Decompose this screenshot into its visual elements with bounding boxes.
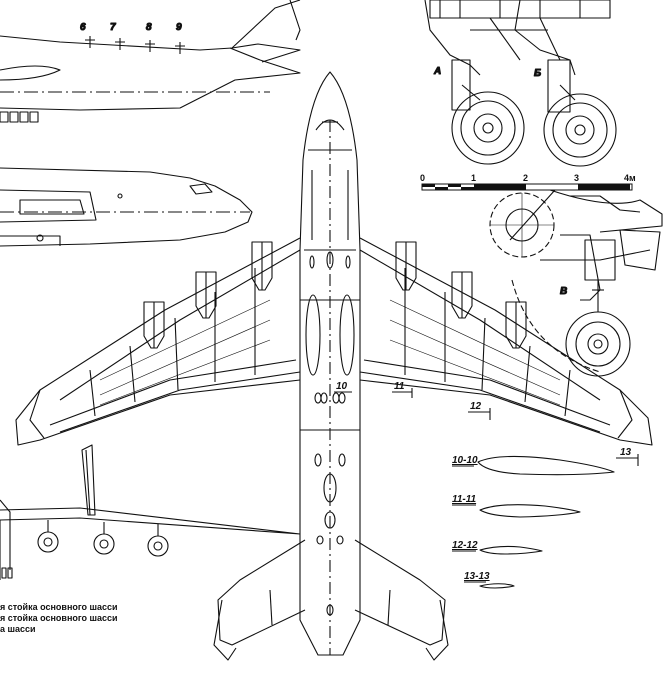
legend-line-3: а шасси bbox=[0, 624, 36, 634]
station-6: 6 bbox=[80, 22, 86, 33]
scale-tick-4: 4м bbox=[624, 173, 636, 183]
station-9: 9 bbox=[176, 22, 182, 33]
plan-view-fuselage bbox=[299, 71, 361, 656]
scale-tick-2: 2 bbox=[523, 173, 528, 183]
plan-view-wings bbox=[15, 237, 653, 446]
scale-tick-0: 0 bbox=[420, 173, 425, 183]
nose-gear-detail bbox=[489, 189, 663, 377]
section-marker-12: 12 bbox=[470, 401, 482, 412]
scale-tick-3: 3 bbox=[574, 173, 579, 183]
section-marker-11: 11 bbox=[394, 381, 405, 392]
side-view-rear-fuselage bbox=[0, 0, 301, 123]
section-label-11-11: 11-11 bbox=[452, 494, 477, 505]
engine-nacelles bbox=[143, 241, 527, 349]
section-marker-10: 10 bbox=[336, 381, 348, 392]
station-7: 7 bbox=[110, 22, 116, 33]
gear-label-b: Б bbox=[534, 68, 541, 79]
gear-label-a: А bbox=[433, 66, 441, 77]
legend-line-2: я стойка основного шасси bbox=[0, 613, 118, 623]
scale-bar bbox=[421, 183, 633, 191]
airfoil-sections bbox=[452, 455, 615, 589]
section-cut-markers bbox=[334, 388, 639, 466]
section-marker-13: 13 bbox=[620, 447, 632, 458]
station-8: 8 bbox=[146, 22, 152, 33]
plan-view-tail bbox=[213, 539, 449, 661]
section-label-10-10: 10-10 bbox=[452, 455, 478, 466]
legend: я стойка основного шасси я стойка основн… bbox=[0, 602, 118, 635]
front-view-fragment bbox=[0, 444, 301, 580]
scale-tick-1: 1 bbox=[471, 173, 476, 183]
legend-line-1: я стойка основного шасси bbox=[0, 602, 118, 612]
gear-label-v: В bbox=[560, 286, 567, 297]
section-label-13-13: 13-13 bbox=[464, 571, 490, 582]
main-gear-detail bbox=[424, 0, 617, 167]
side-view-nose bbox=[0, 167, 253, 247]
section-label-12-12: 12-12 bbox=[452, 540, 478, 551]
